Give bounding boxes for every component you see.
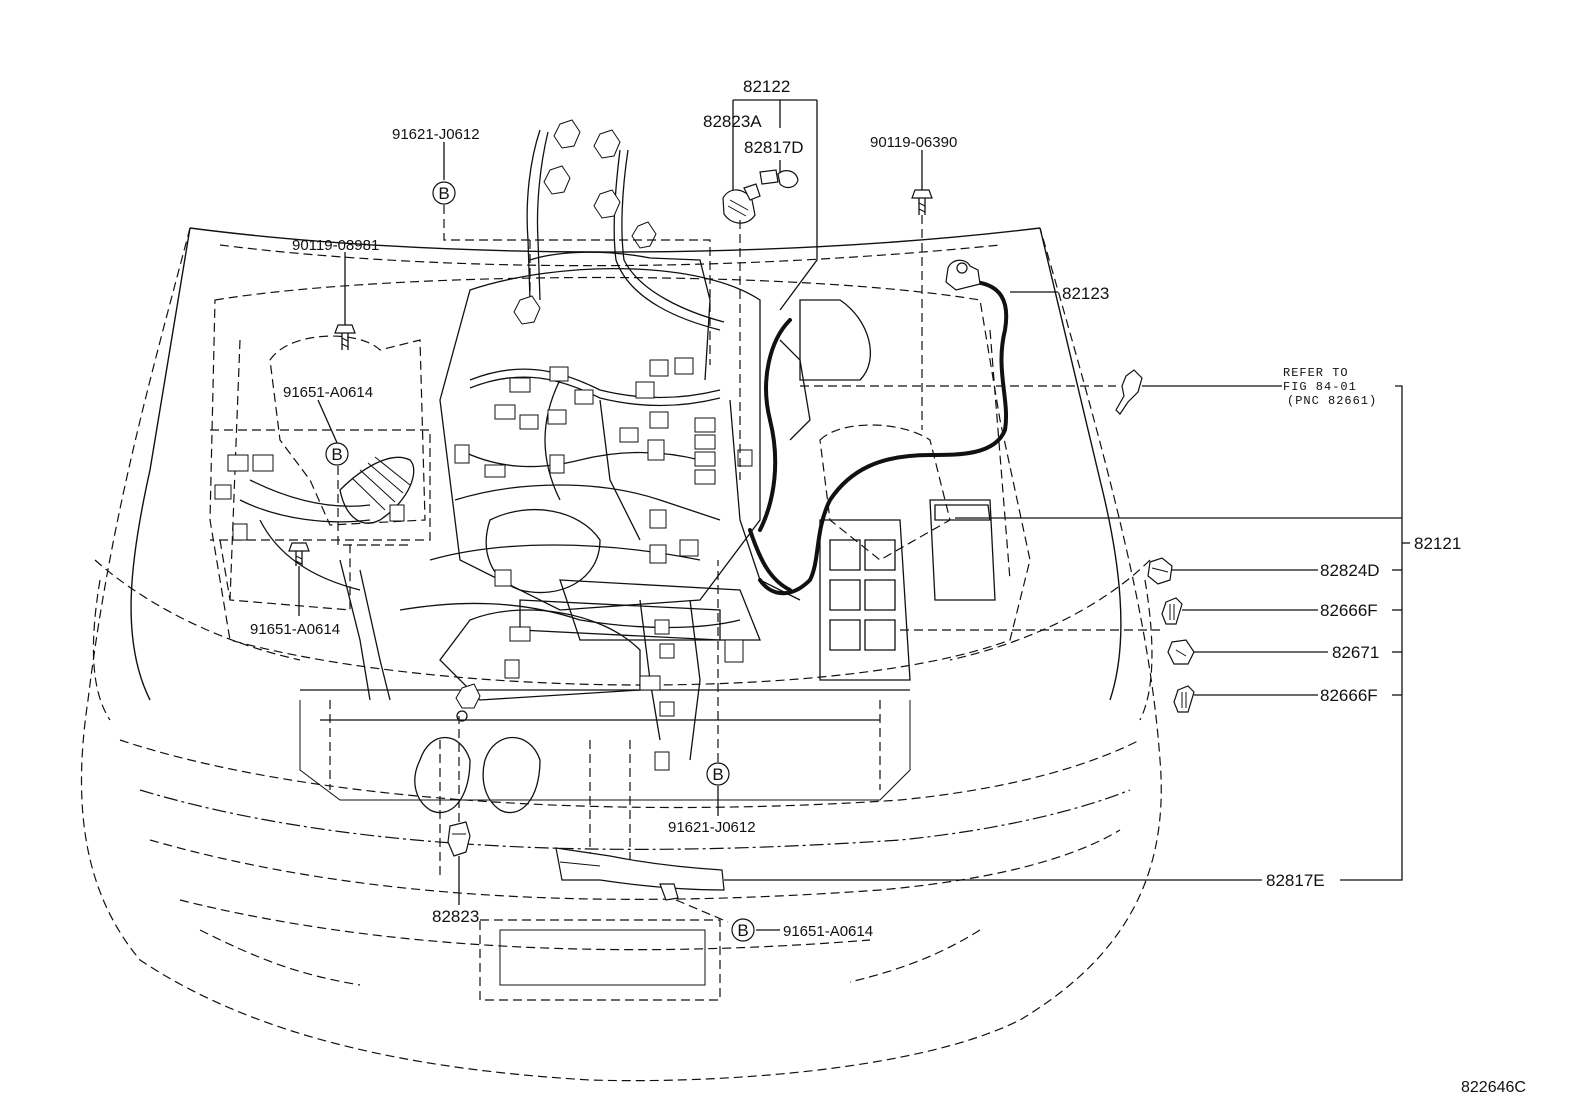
label-91651-A0614-lower: 91651-A0614: [250, 621, 340, 638]
label-90119-08981: 90119-08981: [292, 237, 379, 254]
bolt-mark-b-4: B: [731, 918, 755, 942]
connector-blocks: [214, 119, 753, 771]
bolt-mark-label: B: [438, 184, 449, 203]
part-icons: [288, 169, 1195, 901]
bolt-icon-90119-06390: [911, 189, 933, 215]
label-82121: 82121: [1414, 534, 1461, 553]
label-82666F-a: 82666F: [1320, 601, 1378, 620]
label-90119-06390: 90119-06390: [870, 134, 957, 151]
label-refer-fig: FIG 84-01: [1283, 380, 1357, 394]
clamp-icon-82817D: [759, 169, 799, 189]
label-82817E: 82817E: [1266, 871, 1325, 890]
label-91651-A0614-left: 91651-A0614: [283, 384, 373, 401]
holder-icon-82666F-b: [1173, 685, 1195, 713]
nut-icon-82824D: [1147, 557, 1173, 585]
label-82123: 82123: [1062, 284, 1109, 303]
terminal-icon-82123: [945, 259, 981, 291]
label-82817D: 82817D: [744, 138, 804, 157]
label-refer-to: REFER TO: [1283, 366, 1349, 380]
bolt-mark-label: B: [331, 445, 342, 464]
label-82671: 82671: [1332, 643, 1379, 662]
leader-lines: [298, 99, 1410, 931]
bolt-mark-label: B: [737, 921, 748, 940]
bolt-mark-label: B: [712, 765, 723, 784]
label-82823A: 82823A: [703, 112, 762, 131]
connector-icon-82823A: [722, 183, 761, 224]
label-91621-J0612-top: 91621-J0612: [392, 126, 480, 143]
connector-icon-82823: [447, 821, 471, 857]
cap-icon-82671: [1167, 639, 1195, 665]
bolt-mark-b-2: B: [325, 442, 349, 466]
vehicle-body-outline: [80, 227, 1162, 1082]
label-91621-J0612-bottom: 91621-J0612: [668, 819, 756, 836]
clip-icon-82661: [1115, 369, 1143, 415]
holder-icon-82666F-a: [1161, 597, 1183, 625]
label-refer-pnc: (PNC 82661): [1287, 394, 1377, 408]
label-82666F-b: 82666F: [1320, 686, 1378, 705]
bolt-icon-90119-08981: [334, 324, 356, 350]
engine-components: [210, 268, 996, 814]
engine-wire-harness: [239, 129, 1009, 761]
bolt-icon-91651-A0614: [288, 542, 310, 566]
bolt-mark-b-3: B: [706, 762, 730, 786]
label-82122: 82122: [743, 77, 790, 96]
label-82823: 82823: [432, 907, 479, 926]
label-82824D: 82824D: [1320, 561, 1380, 580]
label-91651-A0614-bottom: 91651-A0614: [783, 923, 873, 940]
bolt-mark-b-1: B: [432, 181, 456, 205]
figure-code: 822646C: [1461, 1079, 1526, 1096]
callout-labels: 82122 82823A 82817D 91621-J0612 90119-06…: [250, 77, 1526, 1096]
cover-icon-82817E: [555, 847, 725, 901]
